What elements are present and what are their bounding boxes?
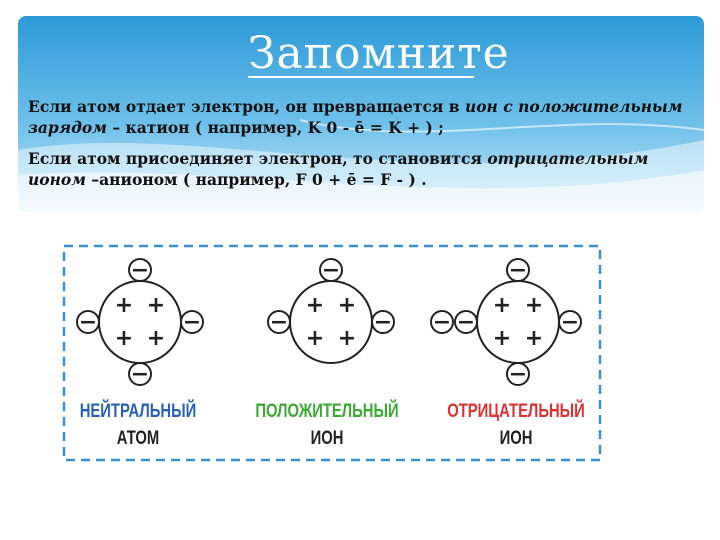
label-neutral-line2: АТОМ xyxy=(117,427,159,448)
minus-sign: − xyxy=(561,310,579,335)
p2-text-b: –анионом ( например, F 0 + ē = F - ) . xyxy=(85,170,427,189)
p2-text-a: Если атом присоединяет электрон, то стан… xyxy=(28,149,488,168)
label-negative-line2: ИОН xyxy=(500,427,533,448)
negative-ion: + + + + − − − − − xyxy=(430,258,582,387)
p1-italic: ион с положительным зарядом xyxy=(28,97,683,137)
minus-sign: − xyxy=(322,258,340,283)
plus-sign: + xyxy=(338,293,356,318)
label-neutral-line1: НЕЙТРАЛЬНЫЙ xyxy=(80,400,197,421)
plus-sign: + xyxy=(493,326,511,351)
paragraph-anion: Если атом присоединяет электрон, то стан… xyxy=(28,148,688,190)
minus-sign: − xyxy=(457,310,475,335)
positive-ion: + + + + − − − xyxy=(267,258,395,364)
plus-sign: + xyxy=(147,326,165,351)
plus-sign: + xyxy=(306,293,324,318)
minus-sign: − xyxy=(374,310,392,335)
p1-text-a: Если атом отдает электрон, он превращает… xyxy=(28,97,465,116)
minus-sign: − xyxy=(270,310,288,335)
label-negative-line1: ОТРИЦАТЕЛЬНЫЙ xyxy=(447,400,585,421)
plus-sign: + xyxy=(306,326,324,351)
atom-ion-diagram: + + + + − − − − + + + + − − − + + + + − … xyxy=(62,244,602,462)
plus-sign: + xyxy=(493,293,511,318)
minus-sign: − xyxy=(131,362,149,387)
plus-sign: + xyxy=(338,326,356,351)
minus-sign: − xyxy=(183,310,201,335)
minus-sign: − xyxy=(509,258,527,283)
minus-sign: − xyxy=(79,310,97,335)
minus-sign: − xyxy=(131,258,149,283)
plus-sign: + xyxy=(147,293,165,318)
title-underline xyxy=(248,76,474,78)
plus-sign: + xyxy=(525,326,543,351)
plus-sign: + xyxy=(115,293,133,318)
label-positive-line1: ПОЛОЖИТЕЛЬНЫЙ xyxy=(255,400,398,421)
label-positive-line2: ИОН xyxy=(311,427,344,448)
paragraph-cation: Если атом отдает электрон, он превращает… xyxy=(28,96,688,138)
p1-text-b: – катион ( например, K 0 - ē = K + ) ; xyxy=(106,118,444,137)
minus-sign: − xyxy=(509,362,527,387)
plus-sign: + xyxy=(525,293,543,318)
p2-italic: отрицательным ионом xyxy=(28,149,649,189)
minus-sign: − xyxy=(433,310,451,335)
neutral-atom: + + + + − − − − xyxy=(76,258,204,387)
page-title: Запомните xyxy=(248,28,510,79)
plus-sign: + xyxy=(115,326,133,351)
